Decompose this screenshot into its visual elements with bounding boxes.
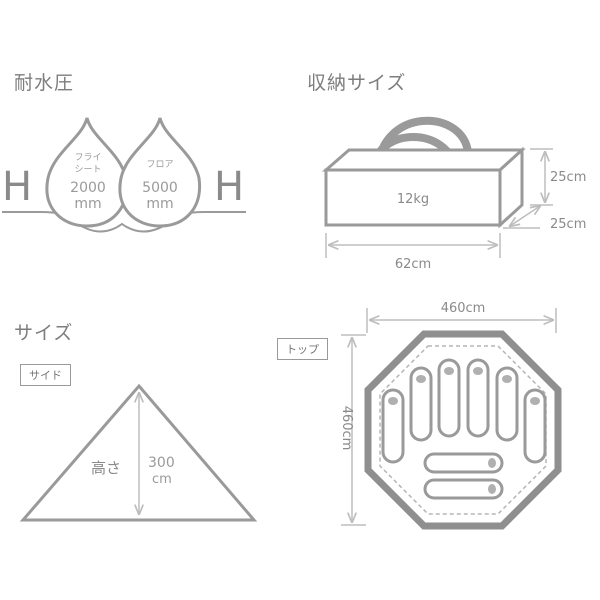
ground-line xyxy=(2,211,246,233)
height-unit: cm xyxy=(152,472,172,487)
fly-sheet-drop xyxy=(45,117,129,228)
water-resistance-title: 耐水圧 xyxy=(14,72,75,94)
sleeping-bag xyxy=(523,388,547,464)
floor-label: フロア xyxy=(146,160,173,170)
fly-value: 2000 xyxy=(70,180,106,196)
sleeping-bags xyxy=(381,358,547,500)
storage-size-title: 収納サイズ xyxy=(307,72,407,94)
top-depth: 460cm xyxy=(339,406,354,451)
floor-unit: mm xyxy=(146,196,173,212)
bag-height: 25cm xyxy=(550,170,586,185)
sleeping-bag xyxy=(381,388,405,464)
bag-front xyxy=(324,168,502,227)
fly-label-line1: フライ xyxy=(74,152,101,163)
water-drops-illustration: H H フライ シート 2000 mm フロア 5000 mm xyxy=(2,117,246,233)
tent-inner-dashed xyxy=(379,345,547,515)
sleeping-bag-pillow xyxy=(388,397,398,405)
bag-length: 62cm xyxy=(395,257,431,272)
sleeping-bag-pillow xyxy=(530,397,540,405)
bag-top xyxy=(321,148,526,172)
sleeping-bag xyxy=(437,358,461,438)
fly-unit: mm xyxy=(74,196,101,212)
tent-side-view: 高さ 300 cm xyxy=(19,383,258,522)
left-h-letter: H xyxy=(2,164,32,210)
fly-label-line2: シート xyxy=(74,165,101,175)
sleeping-bag-pillow xyxy=(416,375,426,383)
height-label: 高さ xyxy=(91,459,121,477)
sleeping-bag xyxy=(495,366,519,442)
sleeping-bag-pillow xyxy=(444,367,454,375)
sleeping-bag xyxy=(466,358,490,438)
storage-bag-illustration: 12kg 25cm 25cm 62cm xyxy=(321,116,586,272)
sleeping-bag xyxy=(423,478,504,500)
bag-weight: 12kg xyxy=(397,192,429,207)
floor-drop xyxy=(118,117,202,228)
top-view-tag: トップ xyxy=(277,338,328,360)
sleeping-bag-pillow xyxy=(488,458,496,468)
sleeping-bag-pillow xyxy=(488,484,496,494)
height-value: 300 xyxy=(148,455,175,471)
sleeping-bag xyxy=(409,366,433,442)
side-view-tag: サイド xyxy=(20,364,71,386)
size-title: サイズ xyxy=(14,322,74,344)
right-h-letter: H xyxy=(214,164,244,210)
sleeping-bag xyxy=(423,452,504,474)
floor-value: 5000 xyxy=(142,180,178,196)
sleeping-bag-pillow xyxy=(473,367,483,375)
sleeping-bag-pillow xyxy=(502,375,512,383)
bag-depth-arrow xyxy=(510,206,540,226)
bag-depth: 25cm xyxy=(550,217,586,232)
tent-top-view: 460cm 460cm xyxy=(339,301,562,530)
top-width: 460cm xyxy=(441,301,486,316)
